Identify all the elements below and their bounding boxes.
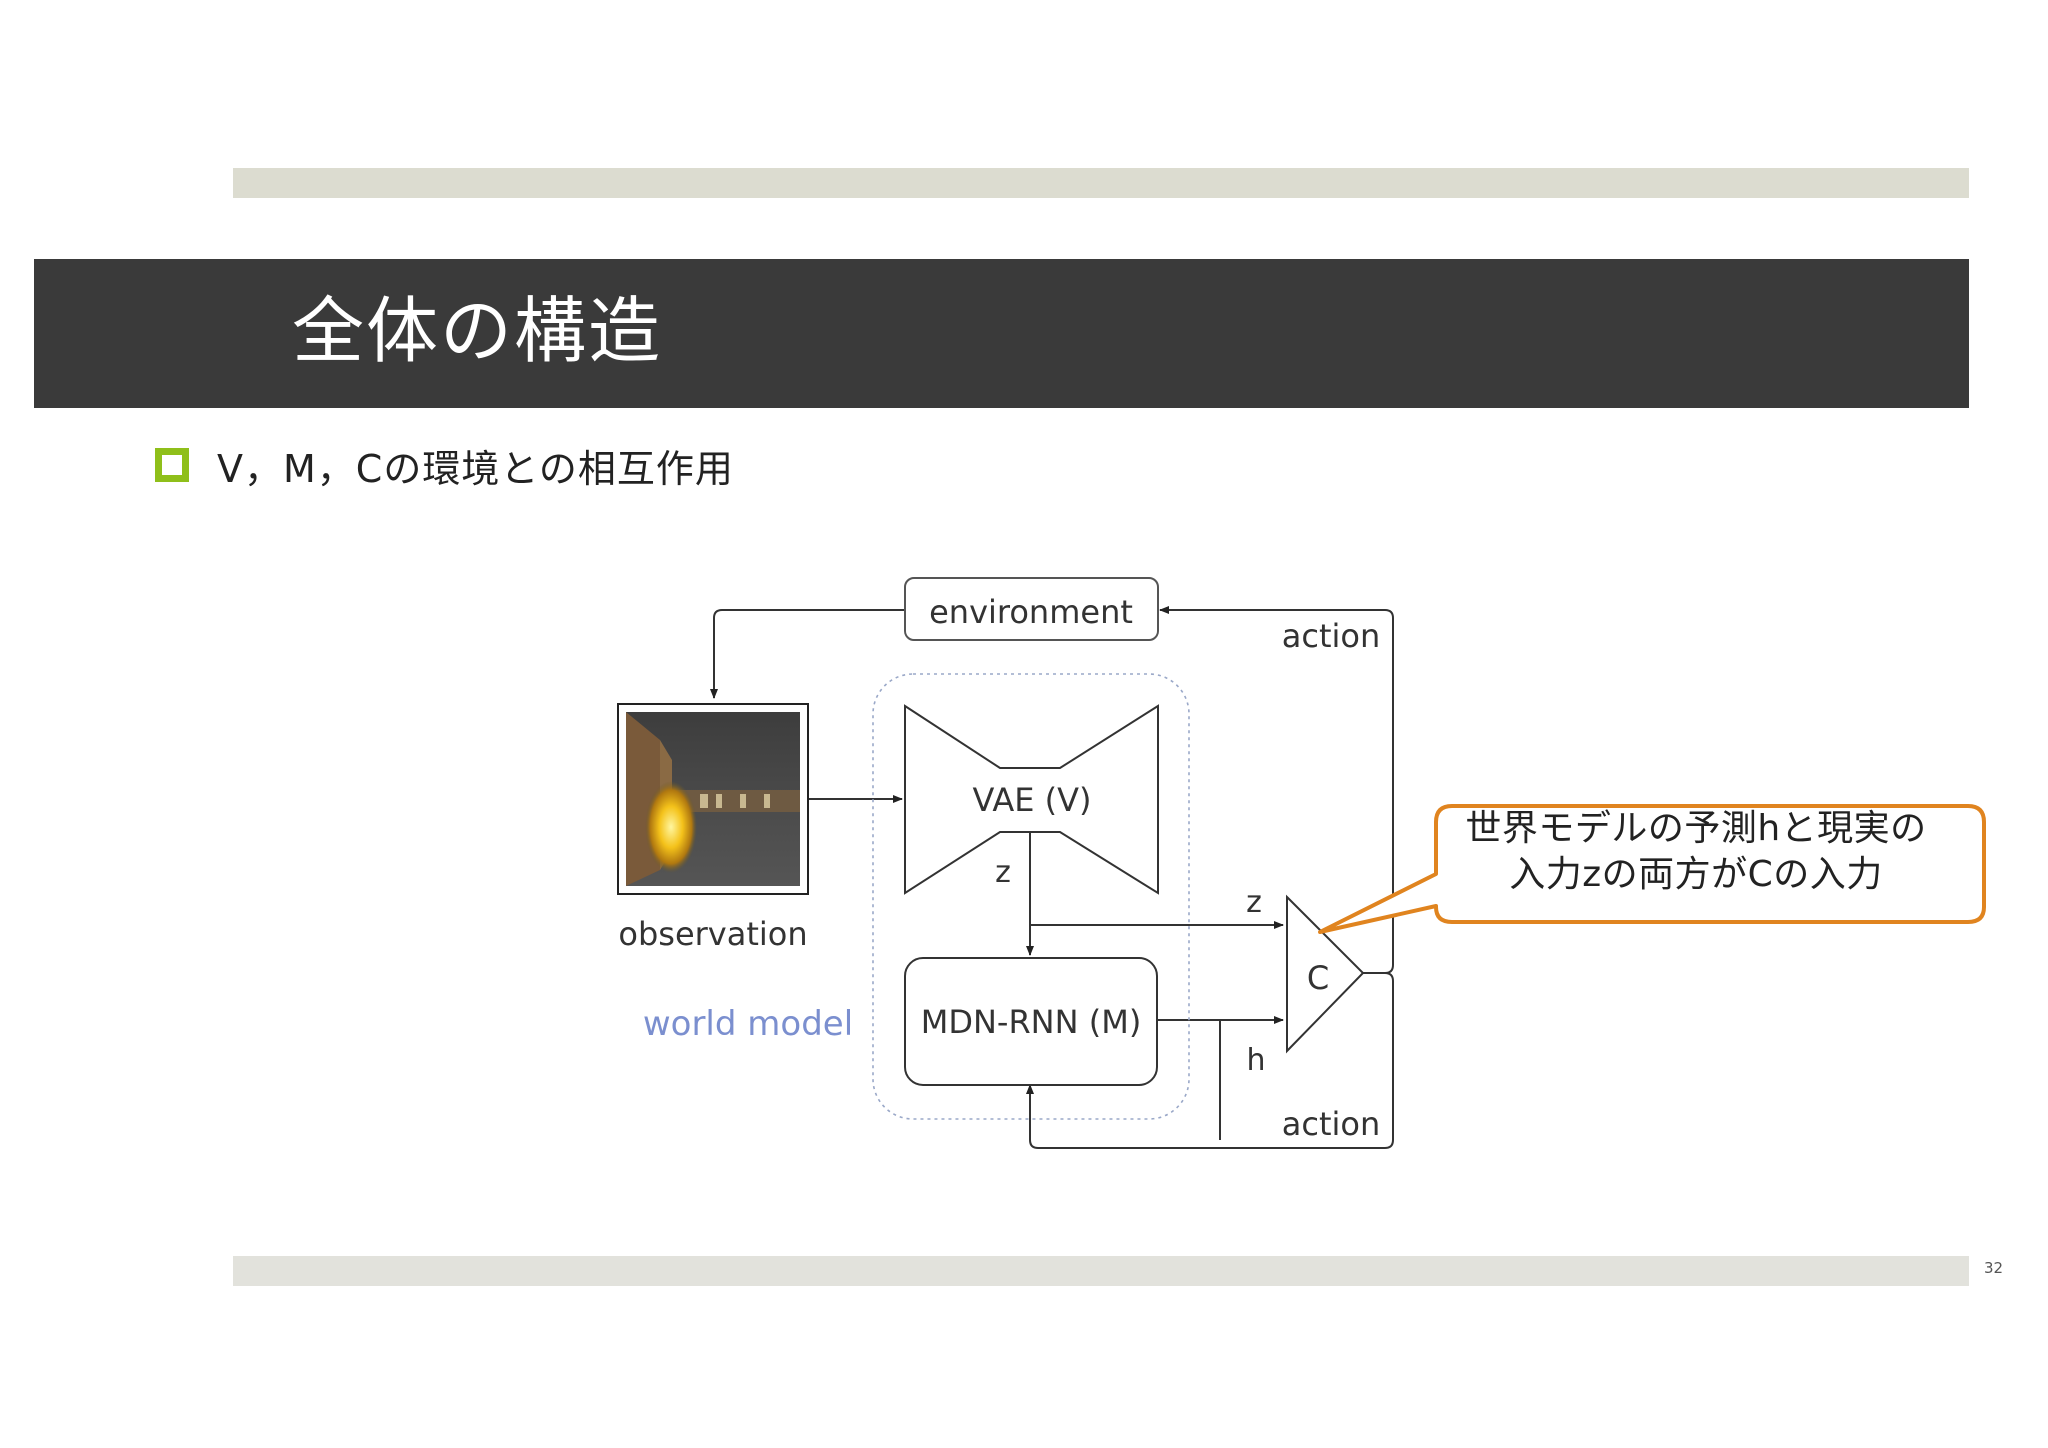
bullet-text: V，M，Cの環境との相互作用 xyxy=(217,446,734,491)
z-label-vae: z xyxy=(995,855,1011,890)
controller-to-mdn-action-arrow xyxy=(1026,972,1394,1149)
title-bar: 全体の構造 xyxy=(34,259,1969,408)
callout-bubble xyxy=(1318,804,1986,934)
mdn-rnn-label: MDN-RNN (M) xyxy=(921,1003,1142,1041)
env-to-observation-arrow xyxy=(710,609,905,699)
z-label-controller: z xyxy=(1246,885,1262,920)
world-model-label: world model xyxy=(643,1004,853,1044)
controller-label: C xyxy=(1307,959,1329,997)
diagram-connectors xyxy=(710,606,1394,1149)
callout-line-2: 入力zの両方がCの入力 xyxy=(1509,854,1883,895)
action-label-bottom: action xyxy=(1282,1105,1381,1143)
vae-node xyxy=(904,704,1159,895)
bullet-item: V，M，Cの環境との相互作用 xyxy=(155,440,734,491)
square-bullet-icon xyxy=(155,448,189,482)
callout-line-1: 世界モデルの予測hと現実の xyxy=(1465,808,1927,849)
vae-label: VAE (V) xyxy=(973,781,1092,819)
observation-label: observation xyxy=(618,915,807,953)
mdn-rnn-node xyxy=(904,957,1158,1086)
action-label-top: action xyxy=(1282,617,1381,655)
bottom-decorative-band xyxy=(233,1256,1969,1286)
page-title: 全体の構造 xyxy=(292,289,663,373)
controller-node xyxy=(1286,894,1365,1054)
environment-label: environment xyxy=(929,593,1133,631)
h-label: h xyxy=(1246,1043,1265,1078)
observation-image xyxy=(617,703,809,895)
environment-node xyxy=(904,577,1159,641)
page-number: 32 xyxy=(1984,1259,2004,1277)
callout-text: 世界モデルの予測hと現実の 入力zの両方がCの入力 xyxy=(1426,806,1966,898)
top-decorative-band xyxy=(233,168,1969,198)
